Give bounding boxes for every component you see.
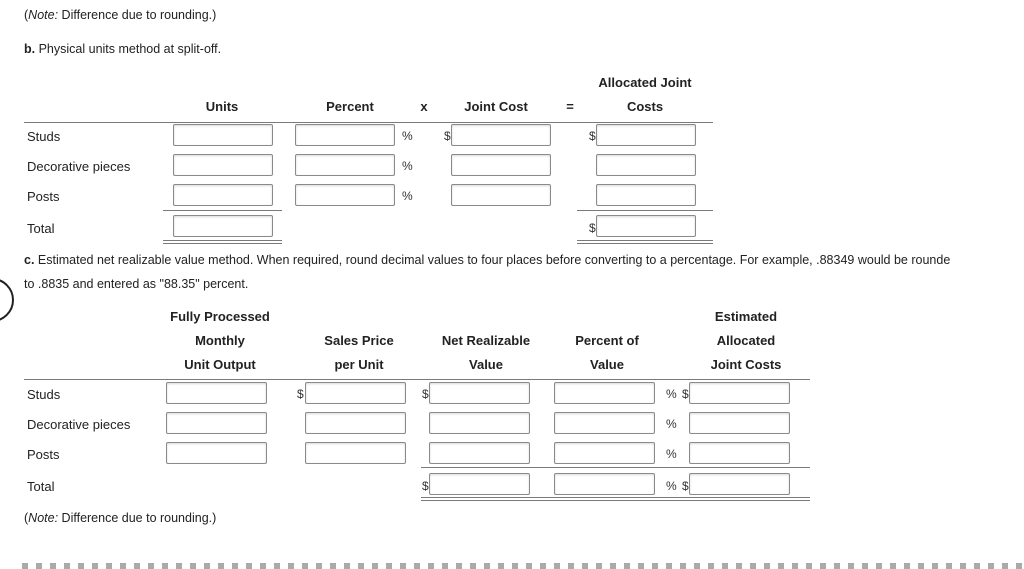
allocated-posts-input[interactable] — [596, 184, 696, 206]
alloc-header-line2: Allocated — [716, 333, 776, 348]
section-c-header-rule — [24, 379, 810, 380]
output-decorative-input[interactable] — [166, 412, 267, 434]
joint-cost-posts-input[interactable] — [451, 184, 551, 206]
equals-operator: = — [566, 99, 574, 114]
percent-posts-input[interactable] — [295, 184, 395, 206]
units-decorative-input[interactable] — [173, 154, 273, 176]
row-label-total: Total — [27, 479, 55, 494]
units-studs-input[interactable] — [173, 124, 273, 146]
allocated-header-line1: Allocated Joint — [598, 75, 692, 90]
nrv-decorative-input[interactable] — [429, 412, 530, 434]
alloc-decorative-input[interactable] — [689, 412, 790, 434]
pct-decorative-input[interactable] — [554, 412, 655, 434]
times-operator: x — [420, 99, 428, 114]
output-header-line1: Fully Processed — [170, 309, 270, 324]
note-text: Difference due to rounding. — [61, 8, 213, 22]
section-c-heading: c. Estimated net realizable value method… — [24, 253, 951, 267]
pct-header-line2: Value — [590, 357, 624, 372]
bottom-note: (Note: Difference due to rounding.) — [24, 511, 217, 525]
pct-header-line1: Percent of — [575, 333, 639, 348]
row-label-total: Total — [27, 221, 55, 236]
pct-posts-input[interactable] — [554, 442, 655, 464]
price-decorative-input[interactable] — [305, 412, 406, 434]
price-header-line1: Sales Price — [324, 333, 394, 348]
top-note: (Note: Difference due to rounding.) — [24, 8, 217, 22]
dollar-sign: $ — [422, 387, 429, 401]
percent-sign: % — [666, 479, 677, 493]
percent-sign: % — [666, 447, 677, 461]
dollar-sign: $ — [589, 221, 596, 235]
dollar-sign: $ — [682, 479, 689, 493]
nrv-posts-input[interactable] — [429, 442, 530, 464]
percent-header: Percent — [326, 99, 374, 114]
percent-sign: % — [402, 189, 413, 203]
row-label-decorative: Decorative pieces — [27, 159, 131, 174]
percent-decorative-input[interactable] — [295, 154, 395, 176]
joint-cost-input[interactable] — [451, 124, 551, 146]
note-label: Note: — [28, 8, 59, 22]
section-c-heading-line2: to .8835 and entered as "88.35" percent. — [24, 277, 249, 291]
row-label-studs: Studs — [27, 129, 61, 144]
row-label-decorative: Decorative pieces — [27, 417, 131, 432]
dollar-sign: $ — [297, 387, 304, 401]
pct-total-input[interactable] — [554, 473, 655, 495]
allocated-decorative-input[interactable] — [596, 154, 696, 176]
price-studs-input[interactable] — [305, 382, 406, 404]
cutoff-text-line — [22, 563, 1022, 569]
allocated-studs-input[interactable] — [596, 124, 696, 146]
nrv-studs-input[interactable] — [429, 382, 530, 404]
alloc-total-input[interactable] — [689, 473, 790, 495]
total-double-rule — [421, 497, 810, 501]
allocated-total-input[interactable] — [596, 215, 696, 237]
percent-sign: % — [666, 387, 677, 401]
nrv-total-input[interactable] — [429, 473, 530, 495]
alloc-posts-input[interactable] — [689, 442, 790, 464]
output-header-line3: Unit Output — [184, 357, 256, 372]
joint-cost-header: Joint Cost — [464, 99, 528, 114]
dollar-sign: $ — [682, 387, 689, 401]
circle-decoration — [0, 278, 14, 322]
allocated-header-line2: Costs — [626, 99, 664, 114]
price-posts-input[interactable] — [305, 442, 406, 464]
units-total-input[interactable] — [173, 215, 273, 237]
dollar-sign: $ — [422, 479, 429, 493]
nrv-header-line1: Net Realizable — [441, 333, 531, 348]
output-studs-input[interactable] — [166, 382, 267, 404]
row-label-posts: Posts — [27, 189, 60, 204]
allocated-total-double-rule — [577, 240, 713, 244]
alloc-header-line1: Estimated — [714, 309, 778, 324]
note-label: Note: — [28, 511, 59, 525]
nrv-header-line2: Value — [469, 357, 503, 372]
output-header-line2: Monthly — [195, 333, 245, 348]
row-label-studs: Studs — [27, 387, 61, 402]
note-text: Difference due to rounding. — [61, 511, 213, 525]
output-posts-input[interactable] — [166, 442, 267, 464]
alloc-studs-input[interactable] — [689, 382, 790, 404]
section-b-header-rule — [24, 122, 713, 123]
percent-sign: % — [402, 159, 413, 173]
units-header: Units — [205, 99, 239, 114]
percent-studs-input[interactable] — [295, 124, 395, 146]
percent-sign: % — [666, 417, 677, 431]
price-header-line2: per Unit — [334, 357, 384, 372]
nrv-subtotal-rule — [421, 467, 810, 468]
section-b-heading: b. Physical units method at split-off. — [24, 42, 222, 56]
units-subtotal-rule — [163, 210, 282, 211]
allocated-subtotal-rule — [577, 210, 713, 211]
dollar-sign: $ — [444, 129, 451, 143]
alloc-header-line3: Joint Costs — [710, 357, 782, 372]
row-label-posts: Posts — [27, 447, 60, 462]
percent-sign: % — [402, 129, 413, 143]
dollar-sign: $ — [589, 129, 596, 143]
units-posts-input[interactable] — [173, 184, 273, 206]
joint-cost-decorative-input[interactable] — [451, 154, 551, 176]
pct-studs-input[interactable] — [554, 382, 655, 404]
units-total-double-rule — [163, 240, 282, 244]
